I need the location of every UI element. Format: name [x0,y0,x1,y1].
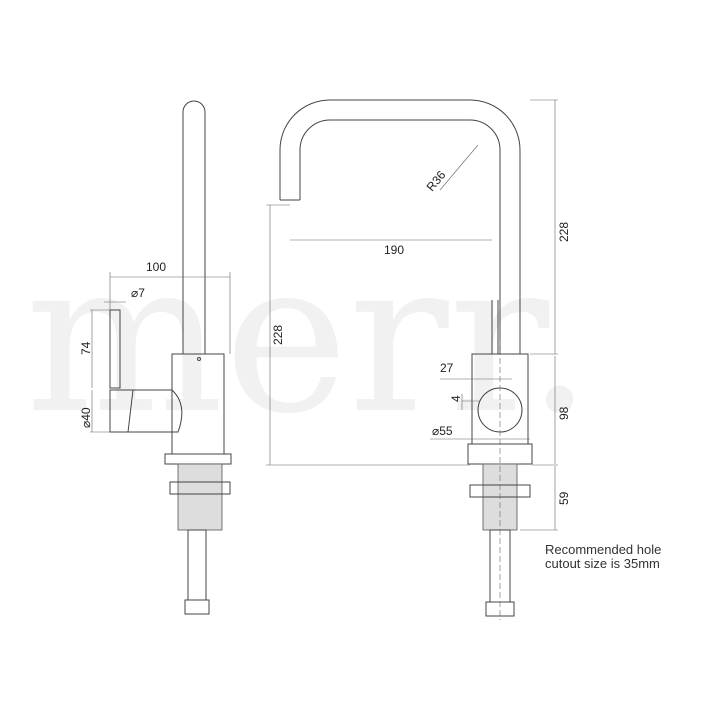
side-nut [184,599,210,615]
dim-40: ⌀40 [79,407,93,428]
hole-cutout-note: Recommended hole cutout size is 35mm [545,543,661,571]
side-nut-plate [169,481,231,495]
front-lever [491,300,499,354]
front-spout-inner [299,119,501,354]
dim-190: 190 [384,243,404,257]
dim-lines-right [520,99,558,531]
dim-line-100 [109,272,231,354]
dim-100: 100 [146,260,166,274]
dim-line-228-left [266,204,470,466]
dim-40-value: 40 [79,407,93,421]
note-line-2: cutout size is 35mm [545,556,660,571]
side-handle-lever [109,309,121,389]
front-spout-outer [279,99,521,354]
dim-line-r36 [439,144,479,191]
note-line-1: Recommended hole [545,542,662,557]
side-handle-body [109,389,183,433]
side-handle-edge [127,389,134,433]
dim-55-value: 55 [439,424,453,438]
side-thread [177,463,223,531]
side-spout [182,100,206,354]
dim-line-74-40 [90,309,110,433]
dim-98: 98 [557,406,571,420]
dim-7-value: 7 [138,286,145,300]
dim-27: 27 [440,361,454,375]
dim-7: ⌀7 [131,286,145,300]
dim-line-4 [461,394,480,410]
side-screw [197,357,201,361]
dim-228-left: 228 [271,325,285,345]
dim-4: 4 [449,395,463,402]
dim-r36: R36 [424,168,449,194]
dim-59: 59 [557,491,571,505]
dim-74: 74 [79,341,93,355]
dim-55: ⌀55 [432,424,453,438]
side-rod [187,529,207,601]
dim-228-right: 228 [557,222,571,242]
side-view: 100 ⌀7 74 ⌀40 [79,100,232,615]
